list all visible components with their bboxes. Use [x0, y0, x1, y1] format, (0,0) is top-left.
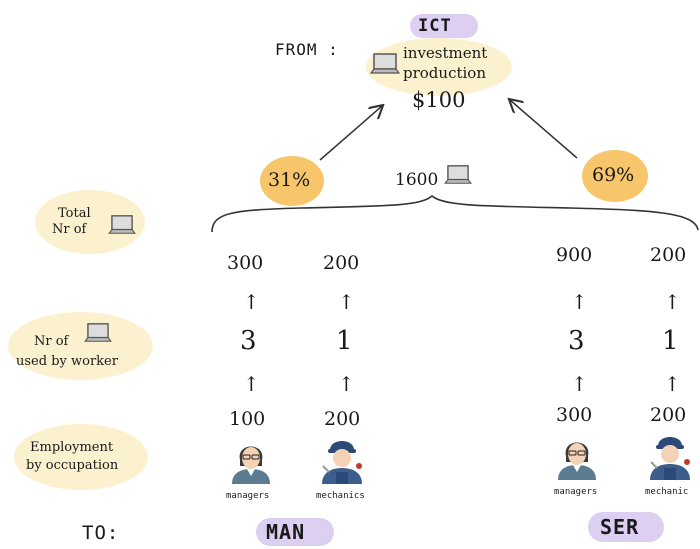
column-4-arrow-up: ↑: [664, 290, 681, 314]
left-share-blob: [260, 156, 324, 206]
left-target-pill: [256, 518, 334, 546]
column-3-arrow-up: ↑: [571, 372, 588, 396]
column-1-per-worker: 3: [240, 326, 257, 356]
employment-label-line-1: Employment: [30, 440, 114, 455]
right-target: SER: [600, 515, 640, 539]
column-2-arrow-up: ↑: [338, 290, 355, 314]
used-label-blob: [8, 312, 153, 380]
total-label-line-1: Total: [58, 206, 91, 221]
laptop-icon: [84, 323, 112, 342]
used-label-line-2: used by worker: [16, 354, 118, 369]
column-4-arrow-up: ↑: [664, 372, 681, 396]
column-1-occupation: managers: [226, 491, 270, 501]
left-share: 31%: [268, 169, 311, 191]
laptop-icon: [108, 215, 136, 234]
column-3-employment: 300: [556, 404, 593, 426]
column-1-arrow-up: ↑: [243, 372, 260, 396]
column-2-arrow-up: ↑: [338, 372, 355, 396]
source-tag: ICT: [418, 16, 452, 36]
column-1-total: 300: [227, 252, 264, 274]
total-count: 1600: [395, 170, 439, 190]
mechanic-avatar-icon: [650, 437, 690, 480]
source-line-1: investment: [403, 44, 488, 62]
right-target-pill: [588, 512, 664, 542]
arrow-right-to-source: [510, 100, 578, 159]
mechanic-avatar-icon: [322, 441, 362, 484]
from-label: FROM :: [275, 40, 339, 59]
column-3-per-worker: 3: [568, 326, 585, 356]
source-amount: $100: [412, 88, 466, 112]
curly-brace: [211, 194, 699, 233]
column-2-employment: 200: [324, 408, 361, 430]
employment-label-blob: [14, 424, 148, 490]
column-4-occupation: mechanic: [645, 487, 689, 497]
right-share-blob: [582, 150, 648, 202]
source-line-2: production: [403, 64, 486, 82]
column-3-total: 900: [556, 244, 593, 266]
manager-avatar-icon: [558, 442, 596, 480]
source-tag-pill: [410, 14, 478, 38]
left-target: MAN: [266, 520, 306, 544]
used-label-line-1: Nr of: [34, 334, 69, 349]
column-1-employment: 100: [229, 408, 266, 430]
laptop-icon: [444, 165, 472, 184]
column-1-arrow-up: ↑: [243, 290, 260, 314]
laptop-icon: [370, 53, 400, 74]
manager-avatar-icon: [232, 446, 270, 484]
column-3-occupation: managers: [554, 487, 598, 497]
to-label: TO:: [82, 522, 120, 544]
column-2-occupation: mechanics: [316, 491, 365, 501]
employment-label-line-2: by occupation: [26, 458, 119, 473]
column-2-per-worker: 1: [336, 326, 353, 356]
column-4-total: 200: [650, 244, 687, 266]
right-share: 69%: [592, 164, 635, 186]
arrow-left-to-source: [319, 106, 382, 161]
column-3-arrow-up: ↑: [571, 290, 588, 314]
column-4-per-worker: 1: [662, 326, 679, 356]
total-label-line-2: Nr of: [52, 222, 87, 237]
column-4-employment: 200: [650, 404, 687, 426]
column-2-total: 200: [323, 252, 360, 274]
